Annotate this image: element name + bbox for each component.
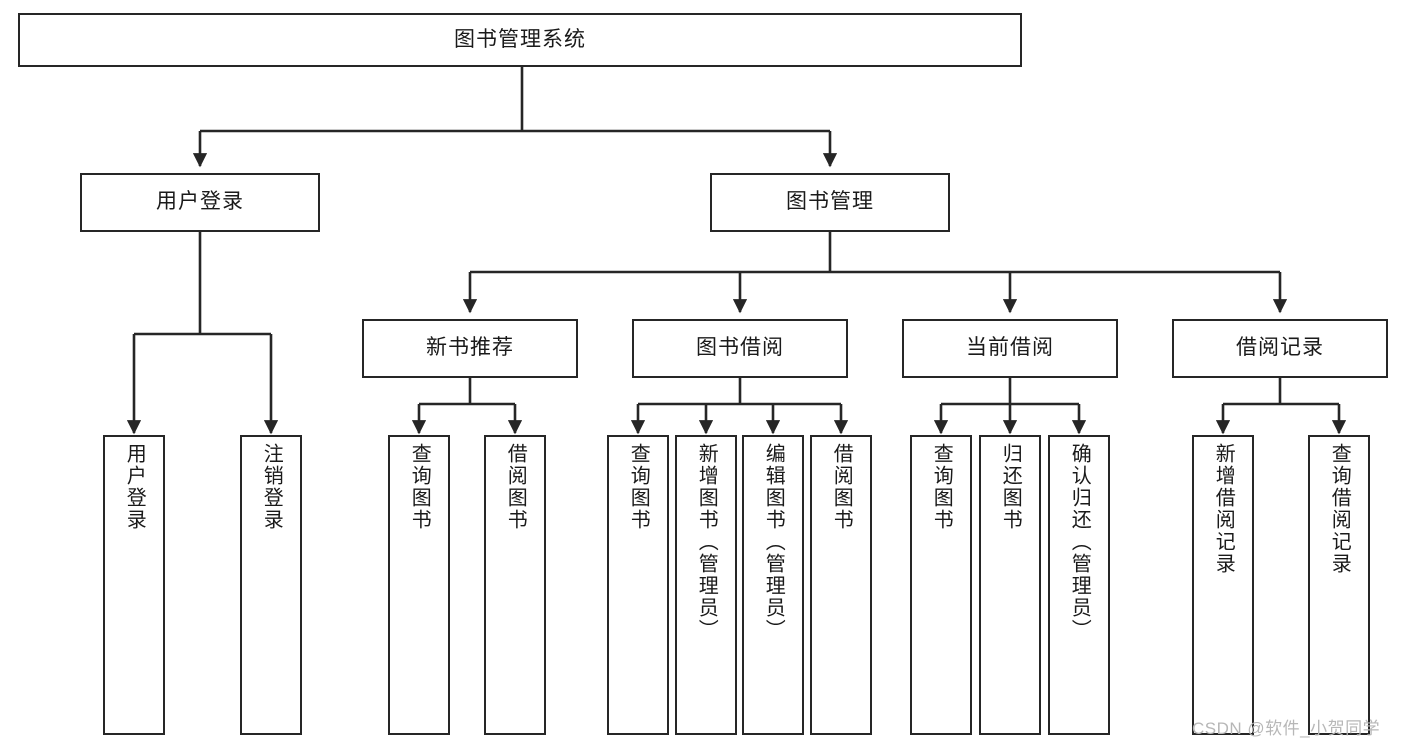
watermark-text: CSDN @软件_小贺同学: [1192, 719, 1381, 738]
leaf-current-borrow-return-book[interactable]: 归还图书: [979, 435, 1041, 735]
node-label: 新书推荐: [426, 336, 514, 360]
node-label: 编辑图书（管理员）: [762, 443, 785, 641]
node-label: 确认归还（管理员）: [1068, 443, 1091, 641]
node-label: 新增图书（管理员）: [695, 443, 718, 641]
leaf-book-borrow-add-book-admin[interactable]: 新增图书（管理员）: [675, 435, 737, 735]
leaf-new-book-borrow-book[interactable]: 借阅图书: [484, 435, 546, 735]
node-label: 图书借阅: [696, 336, 784, 360]
node-book-borrow[interactable]: 图书借阅: [632, 319, 848, 378]
leaf-new-book-query-book[interactable]: 查询图书: [388, 435, 450, 735]
node-label: 借阅图书: [504, 443, 527, 531]
node-label: 查询图书: [627, 443, 650, 531]
node-label: 当前借阅: [966, 336, 1054, 360]
leaf-borrow-record-add-record[interactable]: 新增借阅记录: [1192, 435, 1254, 735]
node-label: 查询图书: [408, 443, 431, 531]
leaf-borrow-record-query-record[interactable]: 查询借阅记录: [1308, 435, 1370, 735]
node-label: 图书管理: [786, 190, 874, 214]
node-label: 借阅图书: [830, 443, 853, 531]
node-label: 图书管理系统: [454, 27, 586, 51]
leaf-book-borrow-edit-book-admin[interactable]: 编辑图书（管理员）: [742, 435, 804, 735]
node-new-book-recommend[interactable]: 新书推荐: [362, 319, 578, 378]
leaf-current-borrow-confirm-return-admin[interactable]: 确认归还（管理员）: [1048, 435, 1110, 735]
node-label: 注销登录: [260, 443, 283, 531]
node-label: 借阅记录: [1236, 336, 1324, 360]
leaf-user-login-sign-out[interactable]: 注销登录: [240, 435, 302, 735]
leaf-book-borrow-query-book[interactable]: 查询图书: [607, 435, 669, 735]
node-label: 用户登录: [156, 190, 244, 214]
node-root-book-management-system[interactable]: 图书管理系统: [18, 13, 1022, 67]
leaf-current-borrow-query-book[interactable]: 查询图书: [910, 435, 972, 735]
node-current-borrow[interactable]: 当前借阅: [902, 319, 1118, 378]
node-user-login[interactable]: 用户登录: [80, 173, 320, 232]
leaf-book-borrow-borrow-book[interactable]: 借阅图书: [810, 435, 872, 735]
node-borrow-record[interactable]: 借阅记录: [1172, 319, 1388, 378]
node-label: 新增借阅记录: [1212, 443, 1235, 575]
node-label: 查询图书: [930, 443, 953, 531]
node-label: 归还图书: [999, 443, 1022, 531]
node-label: 查询借阅记录: [1328, 443, 1351, 575]
node-label: 用户登录: [123, 443, 146, 531]
leaf-user-login-sign-in[interactable]: 用户登录: [103, 435, 165, 735]
node-book-management[interactable]: 图书管理: [710, 173, 950, 232]
